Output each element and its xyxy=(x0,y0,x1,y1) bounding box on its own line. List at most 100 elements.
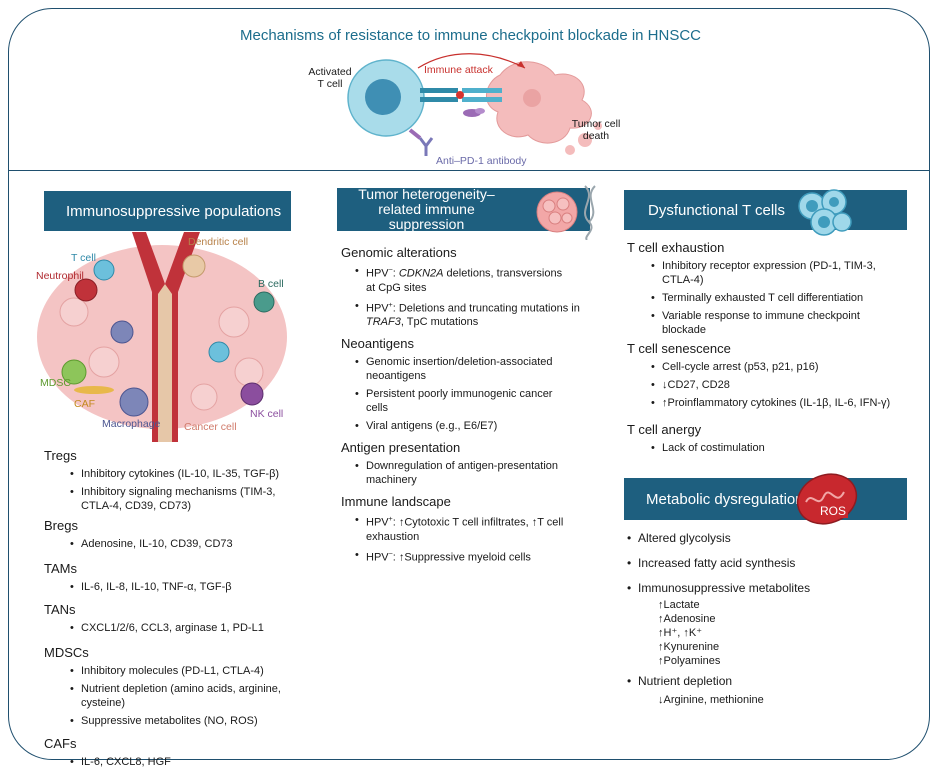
list-item: HPV−: CDKN2A deletions, transversions at… xyxy=(355,264,571,295)
b-cell-label: B cell xyxy=(258,278,284,290)
list-item: Cell-cycle arrest (p53, p21, p16) xyxy=(651,360,912,374)
group-heading: MDSCs xyxy=(44,645,89,660)
sup: − xyxy=(388,267,393,274)
tumor-microenvironment-illustration xyxy=(37,232,287,442)
list-item: Inhibitory signaling mechanisms (TIM-3, … xyxy=(70,485,296,513)
sub-item: ↑H⁺, ↑K⁺ xyxy=(658,627,703,639)
item-label: Nutrient depletion xyxy=(638,674,733,688)
macrophage-icon-2 xyxy=(110,320,134,344)
group-cafs: CAFs IL-6, CXCL8, HGF xyxy=(44,736,296,769)
section-heading: Neoantigens xyxy=(341,336,414,352)
mdsc-label: MDSC xyxy=(40,377,71,389)
section-heading: T cell anergy xyxy=(627,422,702,437)
sup: − xyxy=(388,550,393,558)
list-item: Lack of costimulation xyxy=(651,441,912,455)
sup: + xyxy=(388,301,393,309)
list-item: Altered glycolysis xyxy=(627,531,907,546)
sub-item: ↑Polyamines xyxy=(658,655,721,667)
tumor-dna-icon xyxy=(536,185,596,240)
t-cell-icon-2 xyxy=(208,341,230,363)
sup: + xyxy=(388,516,393,524)
gene: TRAF3 xyxy=(366,316,401,329)
group-heading: Tregs xyxy=(44,448,77,463)
list-item: HPV+: Deletions and truncating mutations… xyxy=(355,299,581,330)
cancer-cell-label: Cancer cell xyxy=(184,421,237,433)
dendritic-cell-icon xyxy=(182,254,206,278)
list-item: IL-6, IL-8, IL-10, TNF-α, TGF-β xyxy=(70,580,296,594)
dysfunctional-t-cells-list: T cell exhaustion Inhibitory receptor ex… xyxy=(627,240,912,459)
list-item: Increased fatty acid synthesis xyxy=(627,556,907,571)
section-heading: T cell senescence xyxy=(627,341,731,356)
list-item: ↑Proinflammatory cytokines (IL-1β, IL-6,… xyxy=(651,396,912,410)
immunosuppressive-list: Tregs Inhibitory cytokines (IL-10, IL-35… xyxy=(44,448,296,773)
sub-item: ↓Arginine, methionine xyxy=(658,694,764,706)
list-item: Persistent poorly immunogenic cancer cel… xyxy=(355,387,566,415)
text: deletions, transversions at CpG sites xyxy=(366,267,563,294)
section-heading: Genomic alterations xyxy=(341,245,457,260)
group-heading: Bregs xyxy=(44,518,78,533)
macrophage-icon xyxy=(119,387,149,417)
gene: CDKN2A xyxy=(398,267,444,280)
list-item: HPV+: ↑Cytotoxic T cell infiltrates, ↑T … xyxy=(355,513,566,544)
tumor-cell-death-label: Tumor cell death xyxy=(571,118,621,142)
group-tregs: Tregs Inhibitory cytokines (IL-10, IL-35… xyxy=(44,448,296,513)
list-item: Terminally exhausted T cell differentiat… xyxy=(651,291,912,305)
mdsc-icon xyxy=(61,359,87,385)
mitochondrion-ros-icon xyxy=(796,473,858,525)
ros-label: ROS xyxy=(818,504,849,518)
group-heading: CAFs xyxy=(44,736,77,751)
tumor-cell xyxy=(486,61,602,155)
list-item: Inhibitory molecules (PD-L1, CTLA-4) xyxy=(70,664,296,678)
list-item: Adenosine, IL-10, CD39, CD73 xyxy=(70,537,296,551)
antibody-icon xyxy=(408,128,434,156)
top-diagram xyxy=(347,53,602,156)
t-cell-icon xyxy=(93,259,115,281)
nk-cell-icon xyxy=(240,382,264,406)
list-item: IL-6, CXCL8, HGF xyxy=(70,755,296,769)
list-item: Immunosuppressive metabolites ↑Lactate ↑… xyxy=(627,581,907,668)
list-item: Suppressive metabolites (NO, ROS) xyxy=(70,714,296,728)
sub-item: ↑Kynurenine xyxy=(658,641,720,653)
section-heading: Antigen presentation xyxy=(341,440,461,456)
b-cell-icon xyxy=(253,291,275,313)
caf-label: CAF xyxy=(74,398,95,410)
text: HPV xyxy=(366,302,389,315)
list-item: Variable response to immune checkpoint b… xyxy=(651,309,872,337)
metabolic-dysregulation-banner: Metabolic dysregulation xyxy=(624,478,907,520)
list-item: Nutrient depletion ↓Arginine, methionine xyxy=(627,674,907,707)
text: , TpC mutations xyxy=(400,316,479,329)
t-cell-cluster-icon xyxy=(798,189,852,236)
group-heading: TANs xyxy=(44,602,76,617)
section-heading: T cell exhaustion xyxy=(627,240,725,255)
item-label: Immunosuppressive metabolites xyxy=(638,581,811,595)
figure-title: Mechanisms of resistance to immune check… xyxy=(239,27,702,44)
dysfunctional-t-cells-banner: Dysfunctional T cells xyxy=(624,190,907,230)
group-heading: TAMs xyxy=(44,561,77,576)
metabolic-list: Altered glycolysis Increased fatty acid … xyxy=(627,531,907,717)
figure-frame xyxy=(8,8,930,760)
immune-attack-arrowhead xyxy=(517,61,525,68)
text: : Deletions and truncating mutations in xyxy=(392,302,580,315)
sub-item: ↑Lactate xyxy=(658,599,700,611)
group-mdscs: MDSCs Inhibitory molecules (PD-L1, CTLA-… xyxy=(44,645,296,728)
immunosuppressive-populations-banner: Immunosuppressive populations xyxy=(44,191,291,231)
immune-attack-arrow xyxy=(417,53,526,69)
immune-attack-label: Immune attack xyxy=(424,64,493,76)
list-item: Inhibitory cytokines (IL-10, IL-35, TGF-… xyxy=(70,467,296,481)
text: HPV xyxy=(366,516,389,529)
group-bregs: Bregs Adenosine, IL-10, CD39, CD73 xyxy=(44,518,296,551)
text: HPV xyxy=(366,551,389,564)
neutrophil-label: Neutrophil xyxy=(36,270,84,282)
antibody-label: Anti–PD-1 antibody xyxy=(436,155,527,167)
text: : ↑Cytotoxic T cell infiltrates, ↑T cell… xyxy=(366,516,564,543)
list-item: ↓CD27, CD28 xyxy=(651,378,912,392)
caf-icon xyxy=(74,386,114,394)
blood-vessel-highlight xyxy=(158,284,172,442)
text: : xyxy=(392,267,399,280)
nk-cell-label: NK cell xyxy=(250,408,284,420)
list-item: HPV−: ↑Suppressive myeloid cells xyxy=(355,548,581,565)
activated-t-cell-label: Activated T cell xyxy=(308,66,352,90)
group-tans: TANs CXCL1/2/6, CCL3, arginase 1, PD-L1 xyxy=(44,602,296,635)
list-item: Genomic insertion/deletion-associated ne… xyxy=(355,355,566,383)
list-item: Nutrient depletion (amino acids, arginin… xyxy=(70,682,296,710)
